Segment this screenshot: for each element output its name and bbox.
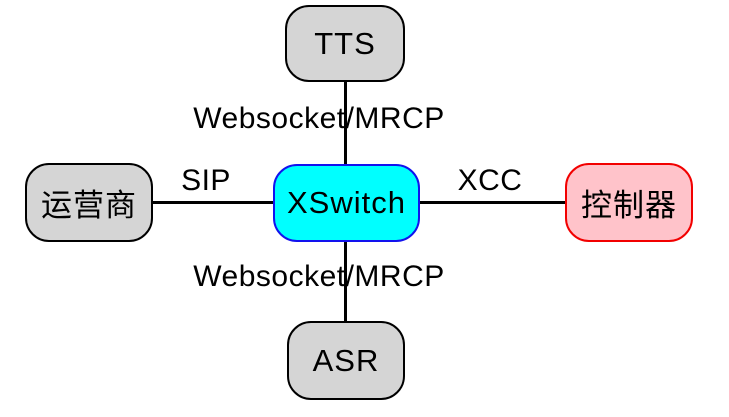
edge-label-xcc: XCC: [457, 164, 523, 197]
node-carrier: 运营商: [25, 163, 153, 242]
edge-label-websocket-mrcp-bottom: Websocket/MRCP: [193, 260, 445, 293]
node-carrier-label: 运营商: [41, 188, 137, 223]
node-controller: 控制器: [565, 163, 693, 242]
node-asr: ASR: [287, 321, 405, 400]
connector-xswitch-asr: [344, 240, 347, 323]
connector-xswitch-controller: [419, 201, 566, 204]
node-controller-label: 控制器: [581, 188, 677, 223]
node-xswitch: XSwitch: [273, 164, 420, 242]
node-tts: TTS: [285, 5, 405, 82]
edge-label-websocket-mrcp-top: Websocket/MRCP: [193, 102, 445, 135]
connector-tts-xswitch: [344, 82, 347, 166]
node-xswitch-label: XSwitch: [287, 185, 406, 220]
connector-carrier-xswitch: [152, 201, 274, 204]
edge-label-sip: SIP: [181, 164, 231, 197]
node-asr-label: ASR: [312, 342, 380, 378]
node-tts-label: TTS: [314, 25, 376, 61]
